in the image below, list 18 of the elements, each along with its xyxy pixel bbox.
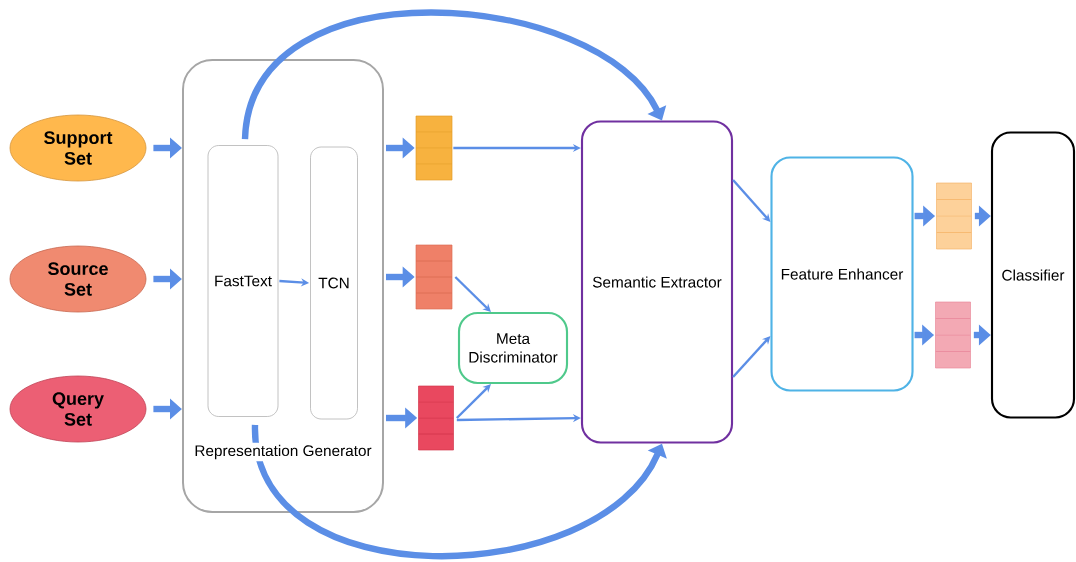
vector-bar <box>418 385 454 451</box>
vector-bar <box>935 301 971 369</box>
vector-bar <box>936 182 972 250</box>
module-box: Feature Enhancer <box>770 156 914 392</box>
vector-bar <box>415 244 453 310</box>
arrow <box>454 276 491 312</box>
module-box: TCN <box>310 146 358 420</box>
arrow <box>241 9 667 140</box>
module-box: FastText <box>207 145 279 417</box>
module-box: Semantic Extractor <box>580 120 734 444</box>
module-box <box>182 59 384 513</box>
arrow <box>456 384 491 419</box>
arrow <box>732 336 771 378</box>
vector-bar <box>415 115 453 181</box>
module-box: Meta Discriminator <box>457 311 569 385</box>
module-label: Representation Generator <box>192 442 374 462</box>
arrow <box>732 179 771 222</box>
module-box: Classifier <box>990 131 1076 419</box>
